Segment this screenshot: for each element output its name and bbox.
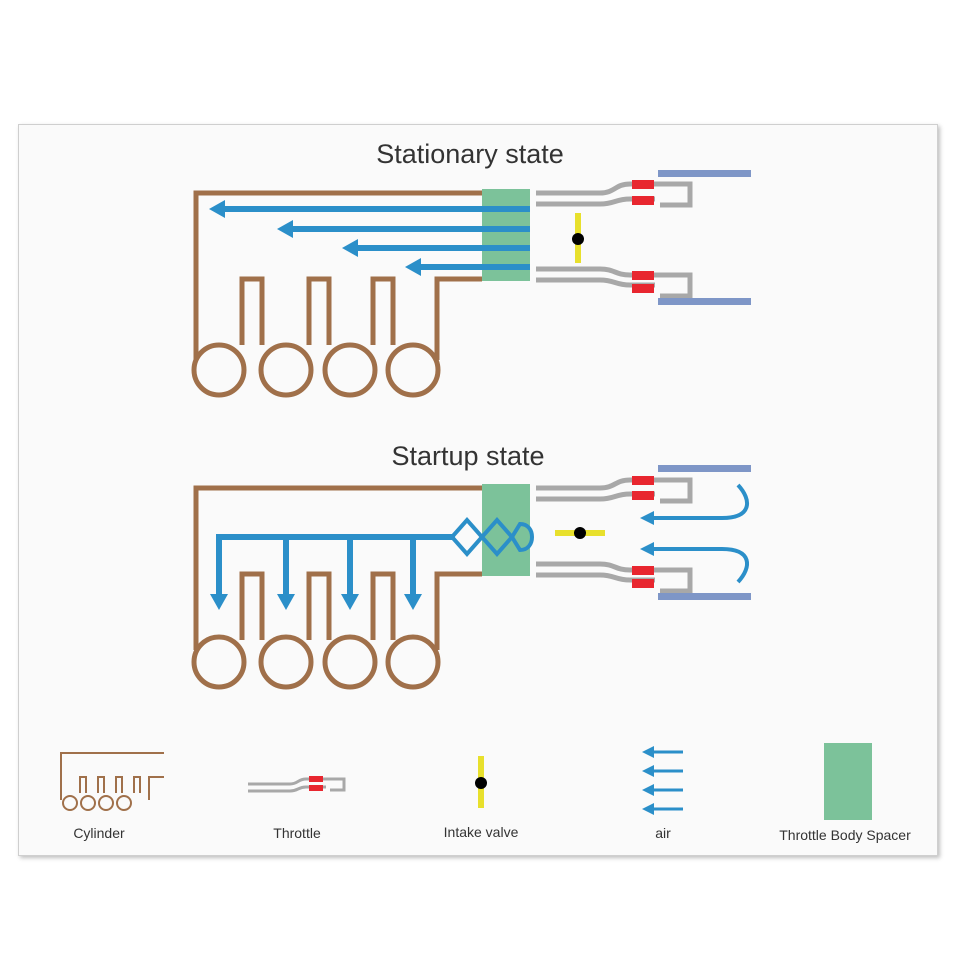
stationary-throttle-body [536, 181, 693, 299]
cylinder-2 [258, 634, 314, 690]
legend-spacer-icon [824, 743, 872, 820]
legend-cylinder-icon [60, 752, 164, 811]
startup-cylinder-manifold [191, 485, 482, 690]
legend-spacer-label: Throttle Body Spacer [779, 827, 911, 843]
cylinder-4 [385, 634, 441, 690]
startup-air-distribution [210, 534, 455, 610]
startup-title: Startup state [391, 441, 544, 471]
legend-air-label: air [655, 825, 671, 841]
cylinder-2 [258, 342, 314, 398]
legend-intake-valve-icon [475, 756, 487, 808]
legend-throttle-label: Throttle [273, 825, 321, 841]
stationary-intake-valve [572, 213, 584, 263]
startup-air-swirl [449, 516, 535, 558]
stationary-air-arrows [209, 200, 530, 276]
legend-throttle-icon [248, 776, 346, 793]
stationary-title: Stationary state [376, 139, 564, 169]
legend-intake-valve-label: Intake valve [444, 824, 519, 840]
stationary-throttle-red [632, 180, 654, 293]
startup-throttle-body [536, 477, 693, 594]
startup-incoming-air [640, 483, 749, 584]
startup-plates [658, 465, 751, 600]
cylinder-1 [191, 342, 247, 398]
cylinder-3 [322, 634, 378, 690]
cylinder-3 [322, 342, 378, 398]
stationary-cylinder-manifold [191, 190, 482, 398]
cylinder-4 [385, 342, 441, 398]
legend-cylinder-label: Cylinder [73, 825, 125, 841]
startup-intake-valve [555, 527, 605, 539]
stationary-air-arrows-over-spacer [482, 206, 530, 270]
cylinder-1 [191, 634, 247, 690]
startup-throttle-red [632, 476, 654, 588]
legend-air-icon [642, 746, 683, 815]
stationary-plates [658, 170, 751, 305]
